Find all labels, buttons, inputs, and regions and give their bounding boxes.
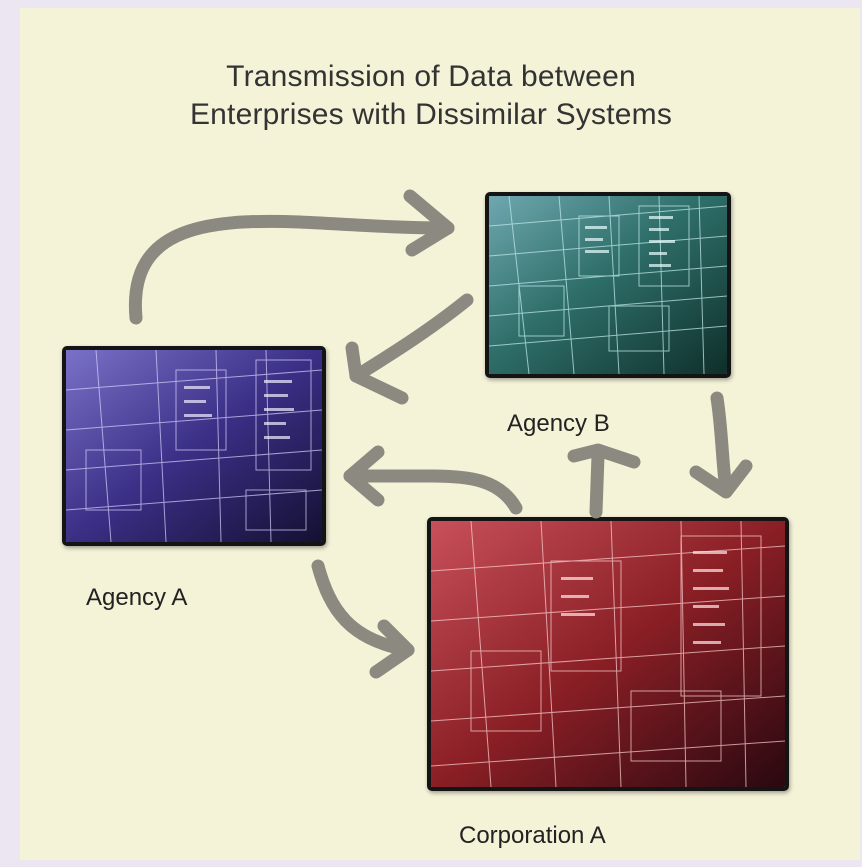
agency-b-screen (485, 192, 731, 378)
diagram-title: Transmission of Data between Enterprises… (0, 58, 862, 134)
corporation-a-label: Corporation A (459, 822, 606, 849)
arrow-corporation-a-to-agency-a (343, 445, 523, 515)
arrow-agency-b-to-corporation-a (689, 391, 753, 499)
title-line-1: Transmission of Data between (226, 60, 636, 93)
agency-a-screen (62, 346, 326, 546)
agency-b-label: Agency B (507, 410, 610, 437)
arrow-agency-a-to-corporation-a (311, 559, 415, 679)
agency-b-db-schema-image (489, 196, 727, 374)
title-line-2: Enterprises with Dissimilar Systems (189, 98, 673, 131)
agency-a-db-schema-image (66, 350, 322, 542)
corporation-a-db-schema-image (431, 521, 785, 787)
agency-a-label: Agency A (86, 584, 188, 611)
arrow-agency-a-to-agency-b (128, 189, 455, 325)
corporation-a-screen (427, 517, 789, 791)
arrow-agency-b-to-agency-a (345, 293, 474, 405)
arrow-corporation-a-to-agency-b (567, 443, 641, 519)
